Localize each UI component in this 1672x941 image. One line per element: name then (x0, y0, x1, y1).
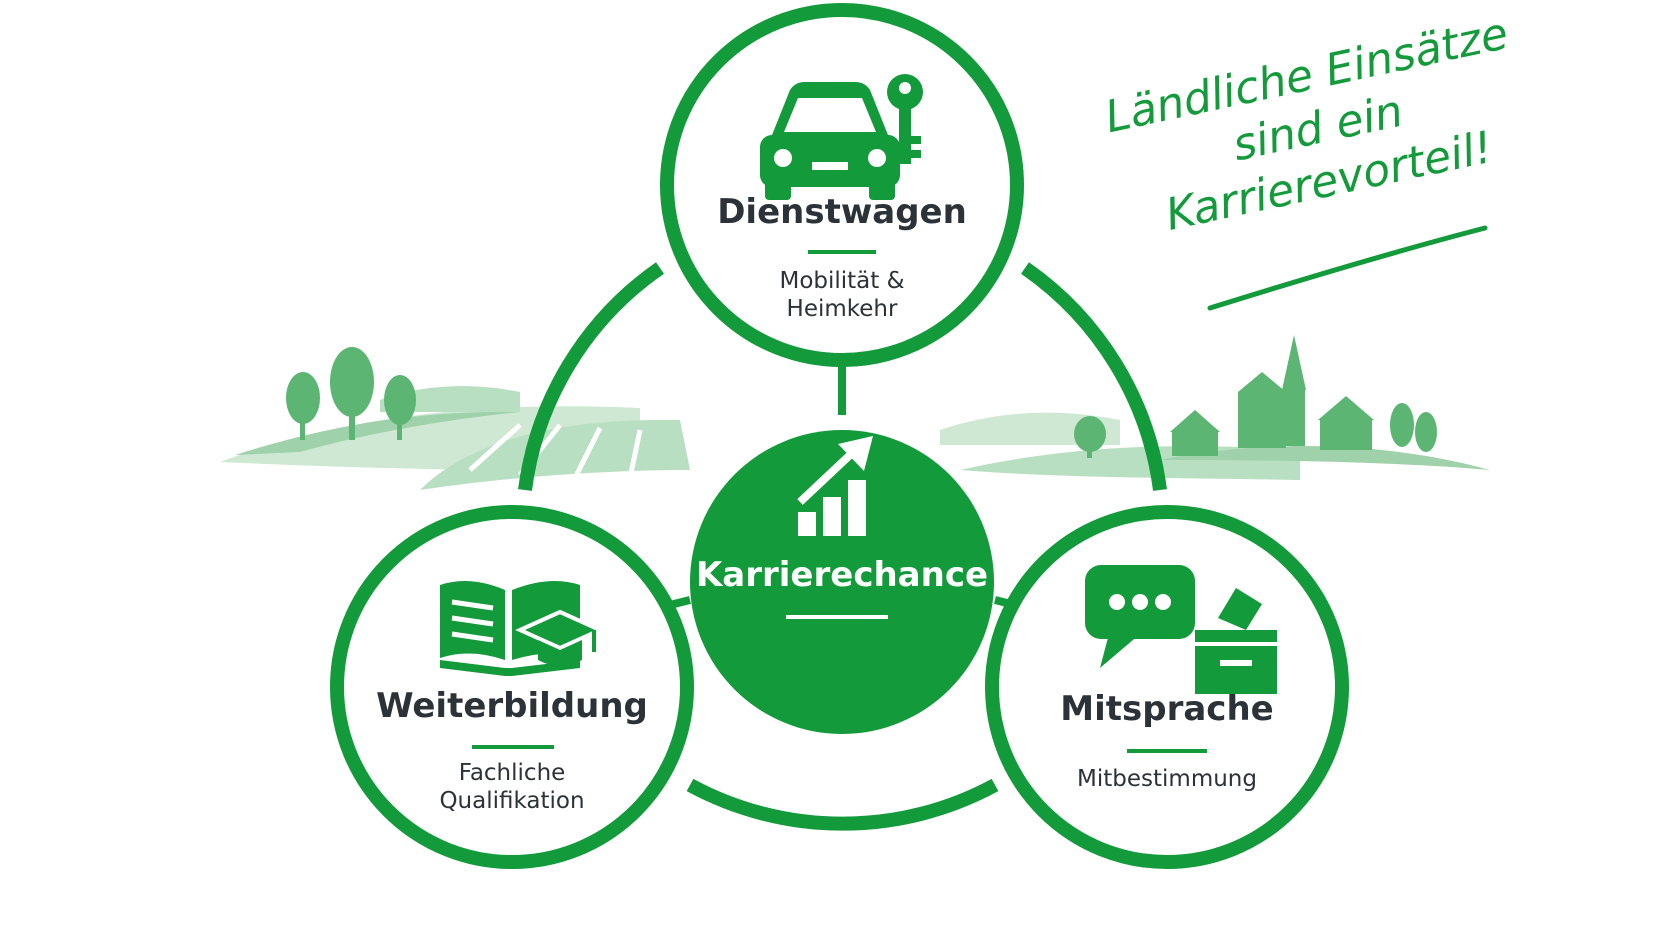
node-subtitle-line: Heimkehr (786, 295, 898, 322)
speech-bubble-icon (1085, 565, 1195, 668)
node-subtitle-weiterbildung: Fachliche Qualifikation (342, 760, 682, 815)
center-circle (690, 430, 994, 734)
landscape-right (940, 335, 1490, 480)
ballot-box-icon (1195, 588, 1277, 694)
node-title-mitsprache: Mitsprache (1060, 689, 1274, 729)
divider-dienstwagen (808, 250, 876, 254)
node-subtitle-dienstwagen: Mobilität & Heimkehr (682, 268, 1002, 323)
slogan-underline (1207, 225, 1488, 311)
node-subtitle-line: Fachliche (458, 760, 566, 786)
node-subtitle-mitsprache: Mitbestimmung (1002, 766, 1332, 794)
node-subtitle-line: Mitbestimmung (1077, 766, 1257, 792)
node-circle-weiterbildung (330, 505, 694, 869)
growth-chart-icon (797, 436, 873, 536)
divider-mitsprache (1127, 749, 1207, 753)
node-title-dienstwagen: Dienstwagen (717, 192, 967, 232)
node-subtitle-line: Mobilität & (779, 268, 905, 294)
car-icon (760, 82, 900, 200)
node-title-weiterbildung: Weiterbildung (376, 686, 648, 726)
graduation-cap-icon (515, 609, 605, 666)
key-icon (887, 74, 923, 164)
divider-weiterbildung (472, 745, 554, 749)
landscape-left (220, 347, 690, 490)
node-circle-mitsprache (985, 505, 1349, 869)
center-title: Karrierechance (695, 555, 989, 595)
node-subtitle-line: Qualifikation (439, 787, 585, 814)
